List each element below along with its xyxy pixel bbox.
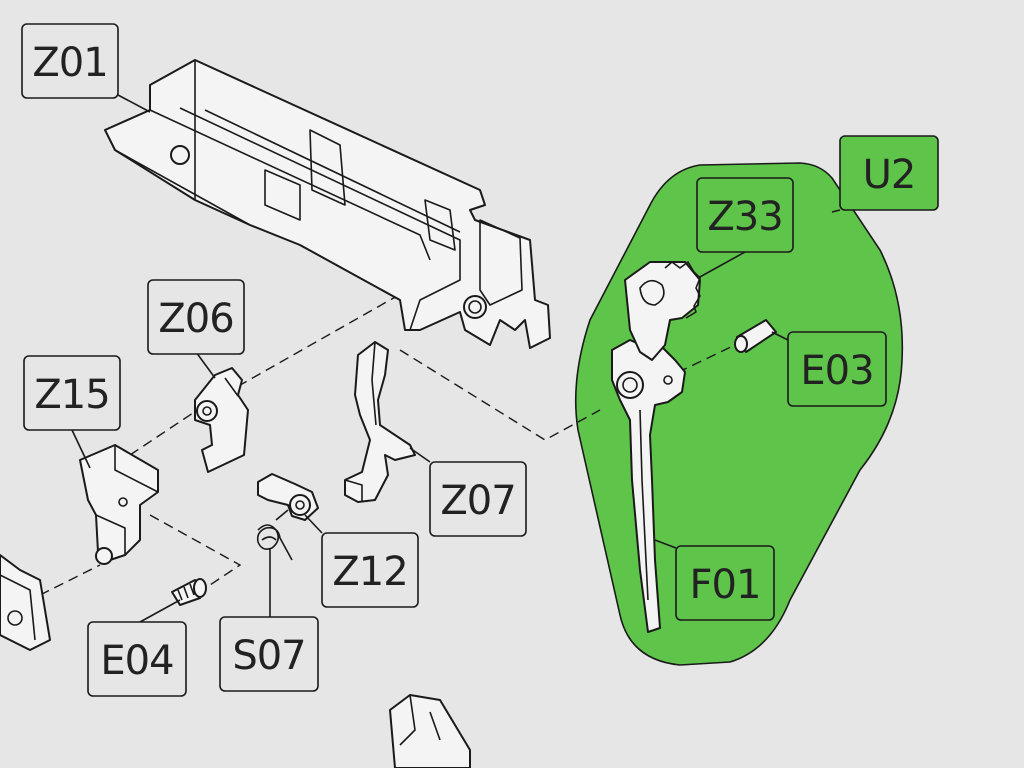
callout-u2[interactable]: U2 bbox=[839, 135, 939, 211]
callout-f01-text: F01 bbox=[690, 562, 761, 608]
part-e03-pin[interactable] bbox=[734, 319, 777, 353]
callout-s07[interactable]: S07 bbox=[219, 616, 319, 692]
callout-z01[interactable]: Z01 bbox=[21, 23, 119, 99]
part-z33-gear-lever[interactable] bbox=[624, 261, 701, 361]
callout-z01-text: Z01 bbox=[32, 40, 107, 86]
part-e04-screw[interactable] bbox=[171, 578, 207, 606]
part-partial-left bbox=[0, 554, 51, 651]
part-z15-bracket[interactable] bbox=[79, 444, 159, 565]
callout-z06[interactable]: Z06 bbox=[147, 279, 245, 355]
callout-z15-text: Z15 bbox=[34, 372, 109, 418]
part-z07-trigger-bar[interactable] bbox=[344, 341, 416, 503]
callout-z12-text: Z12 bbox=[332, 549, 407, 595]
callout-u2-text: U2 bbox=[863, 152, 916, 198]
callout-e03-text: E03 bbox=[800, 348, 873, 394]
part-z12-block[interactable] bbox=[257, 473, 319, 521]
part-z06-lever[interactable] bbox=[194, 367, 249, 473]
callout-z12[interactable]: Z12 bbox=[321, 532, 419, 608]
callout-e03[interactable]: E03 bbox=[787, 331, 887, 407]
callout-z33[interactable]: Z33 bbox=[696, 177, 794, 253]
callout-f01[interactable]: F01 bbox=[675, 545, 775, 621]
part-z01-housing[interactable] bbox=[104, 59, 551, 349]
callout-z33-text: Z33 bbox=[707, 194, 782, 240]
callout-s07-text: S07 bbox=[232, 633, 305, 679]
label-leader-lines bbox=[71, 94, 841, 623]
callout-z07[interactable]: Z07 bbox=[429, 461, 527, 537]
part-s07-spring[interactable] bbox=[256, 509, 293, 561]
callout-e04-text: E04 bbox=[100, 638, 173, 684]
callout-e04[interactable]: E04 bbox=[87, 621, 187, 697]
callout-z06-text: Z06 bbox=[158, 296, 233, 342]
part-partial-bottom bbox=[389, 694, 471, 768]
callout-z07-text: Z07 bbox=[440, 478, 515, 524]
callout-z15[interactable]: Z15 bbox=[23, 355, 121, 431]
